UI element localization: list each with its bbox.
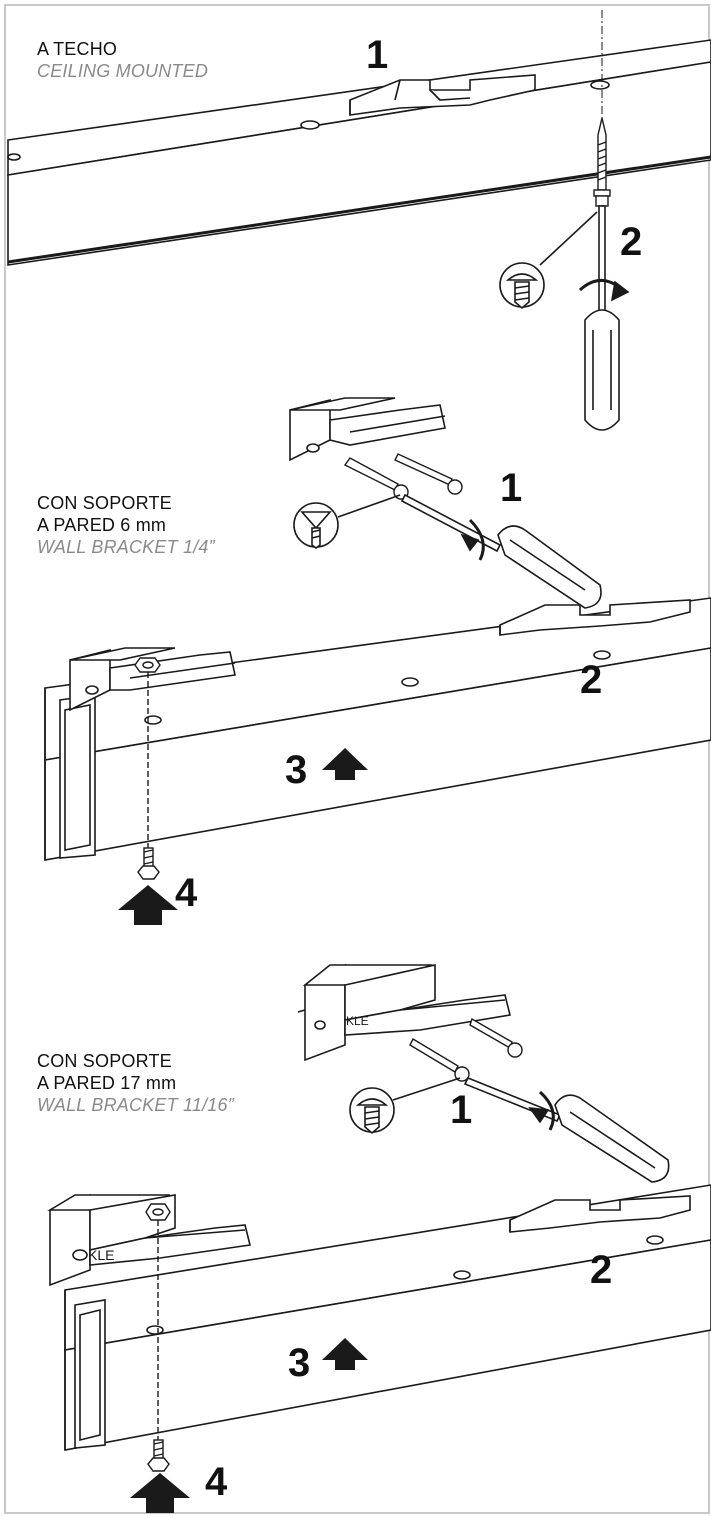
wall-rail-6mm — [44, 597, 711, 861]
nut-and-bolt-6mm — [134, 657, 161, 880]
step-number: 2 — [590, 1248, 613, 1292]
section-wall-17mm-label: CON SOPORTE A PARED 17 mm WALL BRACKET 1… — [37, 1050, 234, 1116]
label-ceiling-es: A TECHO — [37, 39, 118, 59]
glider-17mm — [509, 1195, 691, 1233]
screwdriver-3 — [463, 1076, 670, 1183]
step-number: 2 — [580, 658, 603, 702]
label-ceiling-en: CEILING MOUNTED — [37, 61, 209, 81]
screw-head-callout-3 — [349, 1077, 461, 1135]
step-number: 1 — [450, 1088, 473, 1132]
step-number: 1 — [366, 33, 389, 77]
screw-head-callout-2 — [293, 494, 401, 549]
screwdriver-1 — [578, 205, 630, 431]
label-6mm-en: WALL BRACKET 1/4” — [37, 537, 215, 557]
label-6mm-es2: A PARED 6 mm — [37, 515, 167, 535]
label-6mm-es: CON SOPORTE — [37, 493, 172, 513]
wall-screws-17mm — [409, 1017, 523, 1082]
label-17mm-es2: A PARED 17 mm — [37, 1073, 177, 1093]
wall-bracket-17mm-top: KLE — [302, 963, 511, 1062]
glider-6mm — [499, 599, 691, 636]
screwdriver-2 — [400, 493, 602, 609]
screw-head-callout — [499, 211, 598, 310]
ceiling-glider — [349, 74, 536, 116]
step-number: 4 — [205, 1460, 228, 1504]
step-number: 3 — [285, 748, 308, 792]
section-ceiling-label: A TECHO CEILING MOUNTED — [37, 38, 208, 82]
svg-text:KLE: KLE — [88, 1247, 114, 1263]
wall-bracket-6mm-top — [289, 397, 446, 462]
arrow-up-4b — [130, 1473, 190, 1513]
bracket-6mm-lower — [69, 647, 236, 712]
step-number: 4 — [175, 871, 198, 915]
step-number: 1 — [500, 466, 523, 510]
arrow-up-3 — [322, 748, 368, 780]
svg-text:KLE: KLE — [346, 1014, 369, 1028]
section-wall-6mm-label: CON SOPORTE A PARED 6 mm WALL BRACKET 1/… — [37, 492, 215, 558]
wall-screws-6mm — [343, 453, 463, 500]
arrow-up-3b — [322, 1338, 368, 1370]
ceiling-screw — [593, 117, 611, 207]
arrow-up-4 — [118, 885, 178, 925]
step-number: 2 — [620, 220, 643, 264]
label-17mm-es: CON SOPORTE — [37, 1051, 172, 1071]
label-17mm-en: WALL BRACKET 11/16” — [37, 1095, 234, 1115]
page-frame — [4, 4, 710, 1514]
step-number: 3 — [288, 1341, 311, 1385]
nut-and-bolt-17mm — [145, 1203, 171, 1472]
